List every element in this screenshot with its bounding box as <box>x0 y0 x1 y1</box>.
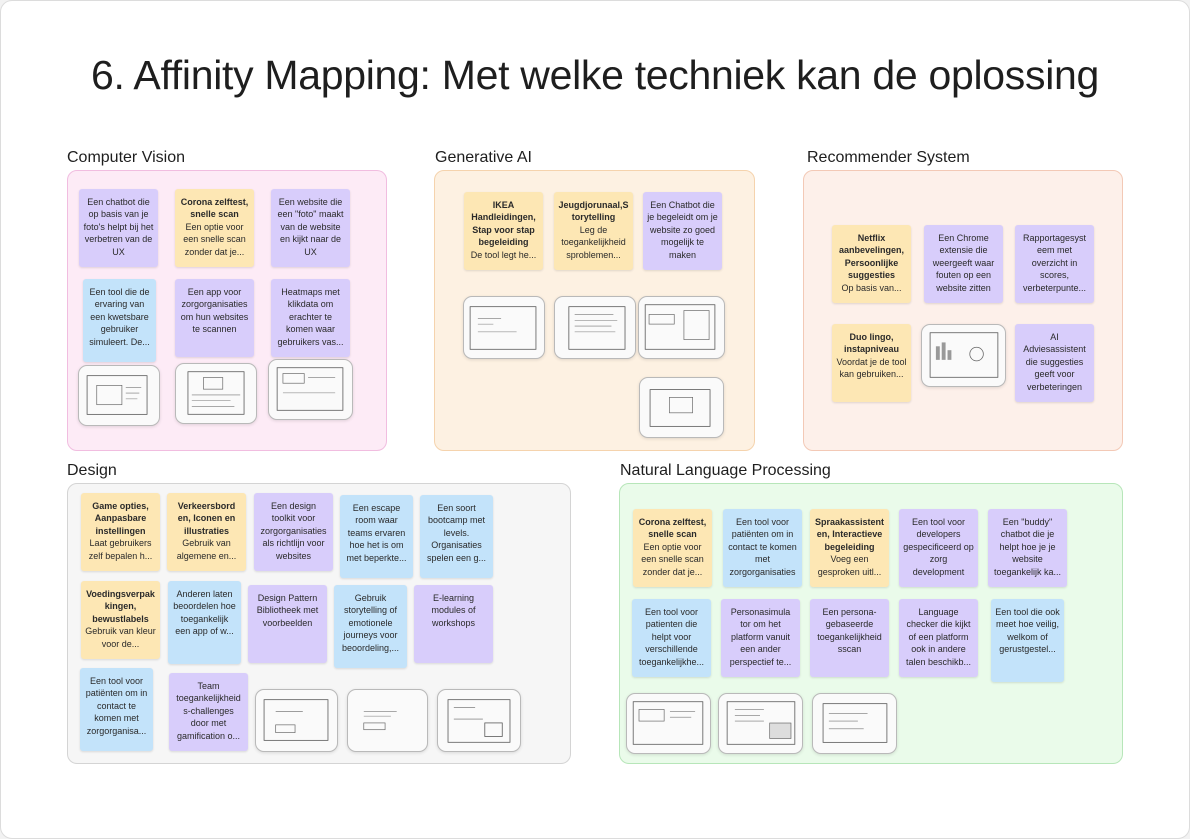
section-recommender-system[interactable] <box>803 170 1123 451</box>
section-label-computer-vision: Computer Vision <box>67 149 185 166</box>
sticky-note[interactable]: Een design toolkit voor zorgorganisaties… <box>254 493 333 571</box>
sticky-note[interactable]: Een chatbot die op basis van je foto's h… <box>79 189 158 267</box>
sticky-note[interactable]: Een tool voor developers gespecificeerd … <box>899 509 978 587</box>
section-label-nlp: Natural Language Processing <box>620 462 831 479</box>
sticky-note[interactable]: Een tool voor patienten die helpt voor v… <box>632 599 711 677</box>
sticky-note[interactable]: AI Adviesassistent die suggesties geeft … <box>1015 324 1094 402</box>
sticky-note[interactable]: Netflix aanbevelingen, Persoonlijke sugg… <box>832 225 911 303</box>
sticky-note[interactable]: Een soort bootcamp met levels. Organisat… <box>420 495 493 578</box>
sticky-note[interactable]: Personasimula tor om het platform vanuit… <box>721 599 800 677</box>
sketch-image[interactable] <box>255 689 338 752</box>
sketch-image[interactable] <box>437 689 521 752</box>
sketch-image[interactable] <box>921 324 1006 387</box>
sketch-image[interactable] <box>347 689 428 752</box>
sketch-image[interactable] <box>639 377 724 438</box>
sticky-note[interactable]: E-learning modules of workshops <box>414 585 493 663</box>
sticky-note[interactable]: Anderen laten beoordelen hoe toegankelij… <box>168 581 241 664</box>
sticky-note[interactable]: IKEA Handleidingen, Stap voor stap begel… <box>464 192 543 270</box>
sticky-note[interactable]: Rapportagesyst eem met overzicht in scor… <box>1015 225 1094 303</box>
sticky-note[interactable]: Language checker die kijkt of een platfo… <box>899 599 978 677</box>
sketch-image[interactable] <box>554 296 636 359</box>
sticky-note[interactable]: Heatmaps met klikdata om erachter te kom… <box>271 279 350 357</box>
section-label-generative-ai: Generative AI <box>435 149 532 166</box>
sketch-image[interactable] <box>78 365 160 426</box>
sketch-image[interactable] <box>268 359 353 420</box>
sticky-note[interactable]: Design Pattern Bibliotheek met voorbeeld… <box>248 585 327 663</box>
sticky-note[interactable]: Team toegankelijkheid s-challenges door … <box>169 673 248 751</box>
sticky-note[interactable]: Een tool voor patiënten om in contact te… <box>80 668 153 751</box>
sticky-note[interactable]: Een tool voor patiënten om in contact te… <box>723 509 802 587</box>
sketch-image[interactable] <box>812 693 897 754</box>
sketch-image[interactable] <box>718 693 803 754</box>
sticky-note[interactable]: Een "buddy" chatbot die je helpt hoe je … <box>988 509 1067 587</box>
section-label-recommender-system: Recommender System <box>807 149 970 166</box>
sticky-note[interactable]: Spraakassistent en, Interactieve begelei… <box>810 509 889 587</box>
sticky-note[interactable]: Een app voor zorgorganisaties om hun web… <box>175 279 254 357</box>
sketch-image[interactable] <box>463 296 545 359</box>
sticky-note[interactable]: Een Chatbot die je begeleidt om je websi… <box>643 192 722 270</box>
sticky-note[interactable]: Gebruik storytelling of emotionele journ… <box>334 585 407 668</box>
sketch-image[interactable] <box>175 363 257 424</box>
sticky-note[interactable]: Een Chrome extensie die weergeeft waar f… <box>924 225 1003 303</box>
sticky-note[interactable]: Een tool die de ervaring van een kwetsba… <box>83 279 156 362</box>
sketch-image[interactable] <box>638 296 725 359</box>
sticky-note[interactable]: Een persona-gebaseerde toegankelijkheid … <box>810 599 889 677</box>
sticky-note[interactable]: Een tool die ook meet hoe veilig, welkom… <box>991 599 1064 682</box>
section-label-design: Design <box>67 462 117 479</box>
sticky-note[interactable]: Een website die een "foto" maakt van de … <box>271 189 350 267</box>
page-title: 6. Affinity Mapping: Met welke techniek … <box>90 52 1100 98</box>
sketch-image[interactable] <box>626 693 711 754</box>
sticky-note[interactable]: Een escape room waar teams ervaren hoe h… <box>340 495 413 578</box>
